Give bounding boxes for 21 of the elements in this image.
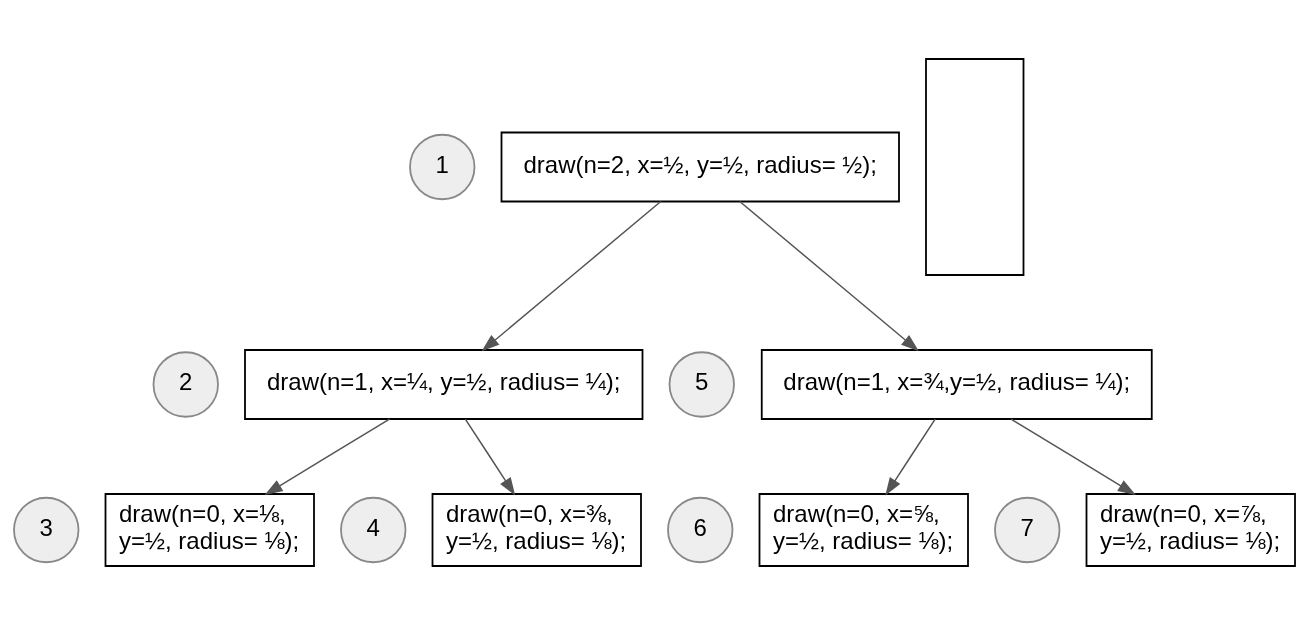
arrow — [464, 418, 516, 496]
arrow — [885, 418, 936, 496]
arrow — [481, 200, 662, 352]
node-circle: 3 — [13, 496, 80, 564]
arrow — [264, 418, 391, 496]
node-circle: 2 — [152, 351, 219, 418]
arrow — [739, 200, 919, 352]
node-box — [925, 58, 1025, 276]
node-box: draw(n=1, x=¼, y=½, radius= ¼); — [244, 349, 644, 420]
arrow — [1010, 418, 1136, 496]
node-box: draw(n=0, x=⅞, y=½, radius= ⅛); — [1085, 493, 1296, 567]
node-box: draw(n=0, x=⅝, y=½, radius= ⅛); — [758, 493, 969, 567]
node-box: draw(n=1, x=¾,y=½, radius= ¼); — [760, 349, 1153, 420]
node-box: draw(n=0, x=⅛, y=½, radius= ⅛); — [104, 493, 315, 567]
node-box: draw(n=0, x=⅜, y=½, radius= ⅛); — [431, 493, 642, 567]
node-circle: 1 — [409, 133, 476, 201]
node-box: draw(n=2, x=½, y=½, radius= ½); — [500, 131, 900, 203]
node-circle: 7 — [994, 496, 1061, 564]
node-circle: 4 — [340, 496, 407, 564]
node-circle: 5 — [668, 351, 735, 418]
node-circle: 6 — [667, 496, 734, 564]
